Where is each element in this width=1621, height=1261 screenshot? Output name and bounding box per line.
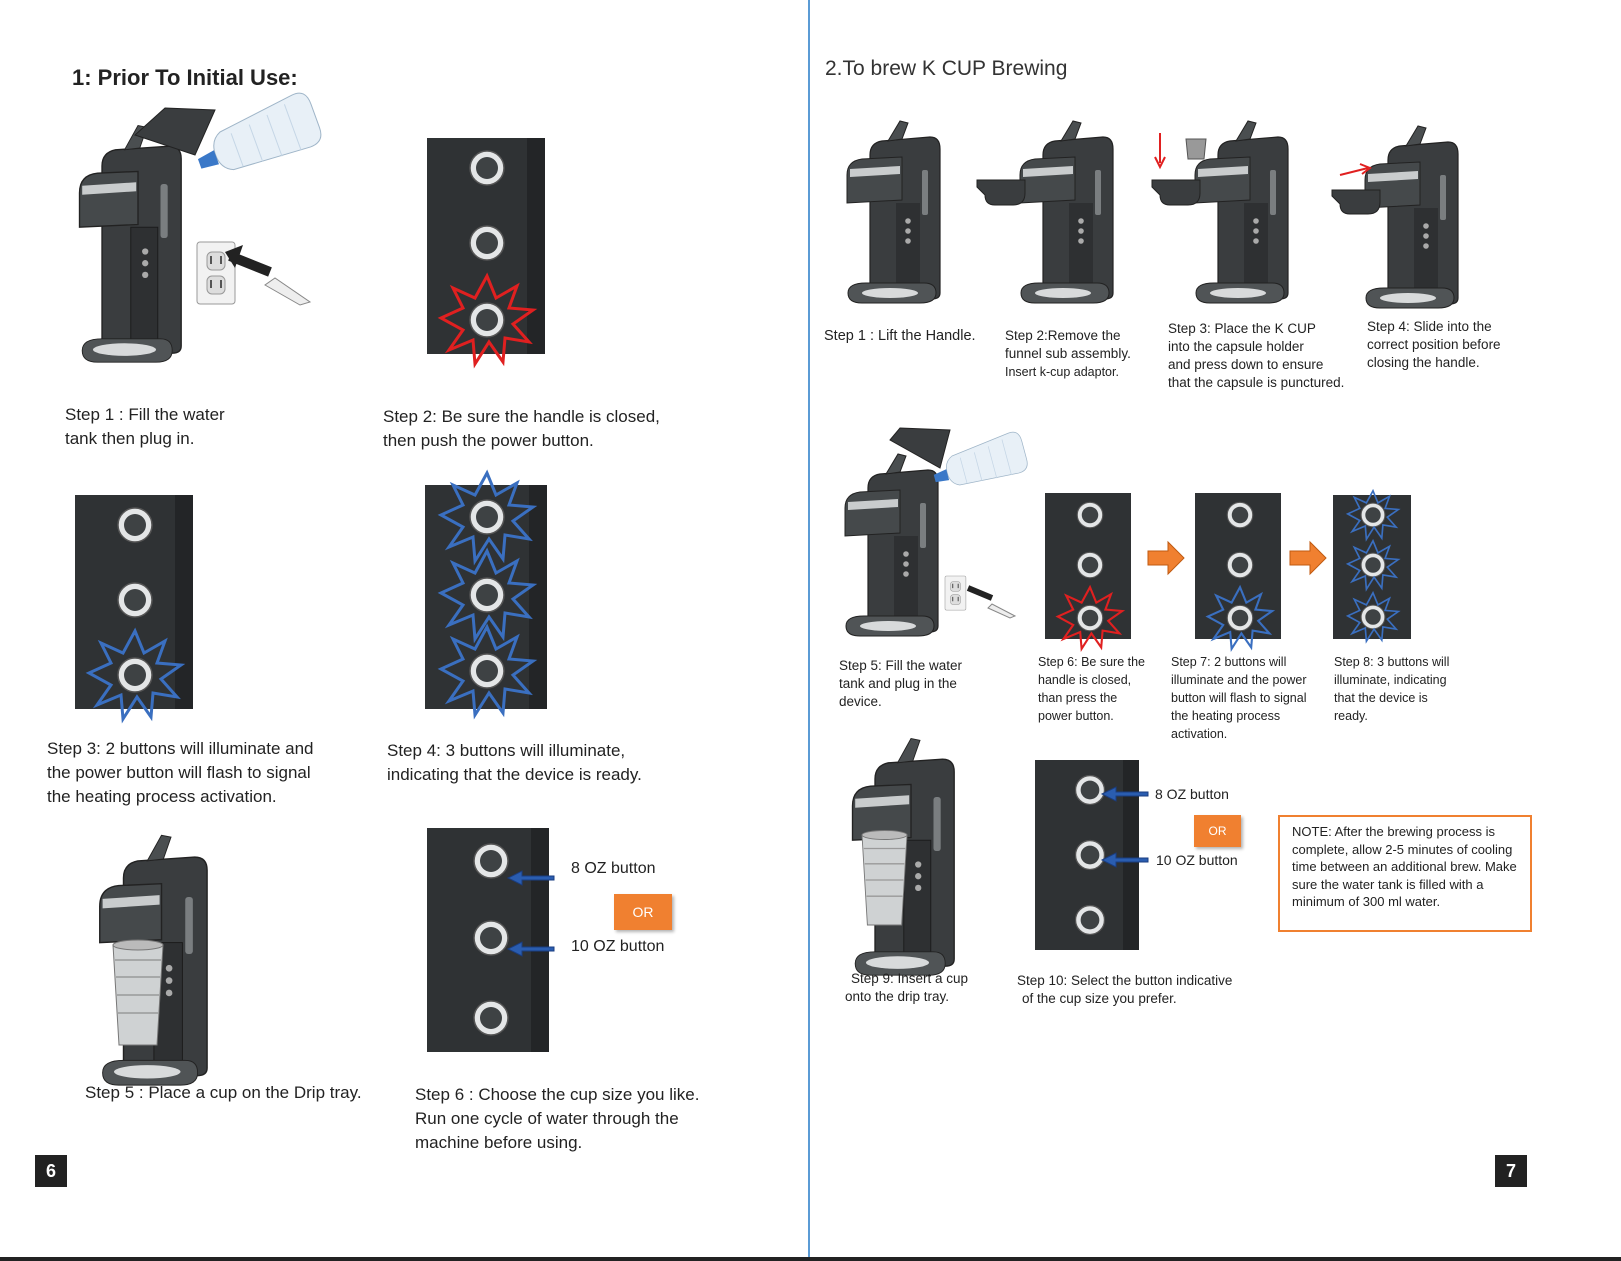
kcup-step3-caption: Step 3: Place the K CUP into the capsule…	[1168, 321, 1345, 390]
section-title-initial-use: 1: Prior To Initial Use:	[72, 65, 298, 90]
label-10oz-button-right: 10 OZ button	[1156, 852, 1238, 868]
arrow-right-icon-1	[1147, 541, 1185, 575]
kcup-step1-caption: Step 1 : Lift the Handle.	[824, 328, 976, 344]
step3-caption: Step 3: 2 buttons will illuminate and th…	[47, 739, 314, 806]
section-title-kcup: 2.To brew K CUP Brewing	[825, 57, 1068, 80]
kcup-step4-caption: Step 4: Slide into the correct position …	[1367, 319, 1501, 370]
page-number-left: 6	[35, 1155, 67, 1187]
kcup-step3-illustration	[1151, 120, 1289, 304]
kcup-step7-caption: Step 7: 2 buttons will illuminate and th…	[1171, 655, 1307, 741]
kcup-step6-button-panel	[1045, 493, 1131, 650]
bottom-rule	[0, 1257, 1621, 1261]
kcup-step5-caption: Step 5: Fill the water tank and plug in …	[839, 658, 963, 709]
kcup-step8-caption: Step 8: 3 buttons will illuminate, indic…	[1334, 655, 1450, 723]
kcup-step2-caption: Step 2:Remove the funnel sub assembly. I…	[1005, 328, 1131, 379]
right-page: 2.To brew K CUP Brewing Step 1 : Lift th…	[810, 0, 1621, 1261]
left-page: 1: Prior To Initial Use: Step 1 : Fill t…	[0, 0, 808, 1261]
label-8oz-button-right: 8 OZ button	[1155, 786, 1229, 802]
kcup-step7-button-panel	[1195, 493, 1281, 650]
arrow-8oz-icon-right	[1101, 786, 1149, 802]
label-10oz-button: 10 OZ button	[571, 938, 665, 955]
step6-button-panel	[427, 828, 549, 1052]
note-box: NOTE: After the brewing process is compl…	[1278, 815, 1532, 932]
step5-caption: Step 5 : Place a cup on the Drip tray.	[85, 1083, 362, 1102]
step1-caption: Step 1 : Fill the water tank then plug i…	[65, 405, 225, 448]
step1-illustration	[78, 89, 326, 363]
step2-caption: Step 2: Be sure the handle is closed, th…	[383, 407, 660, 450]
step4-button-panel	[425, 471, 547, 717]
label-8oz-button: 8 OZ button	[571, 860, 656, 877]
kcup-step2-illustration	[976, 120, 1114, 304]
step6-caption: Step 6 : Choose the cup size you like. R…	[415, 1085, 700, 1152]
page-divider	[808, 0, 810, 1261]
or-badge: OR	[614, 894, 672, 930]
page-number-right: 7	[1495, 1155, 1527, 1187]
step4-caption: Step 4: 3 buttons will illuminate, indic…	[387, 741, 642, 784]
arrow-8oz-icon	[507, 870, 555, 886]
kcup-step4-illustration	[1331, 125, 1459, 309]
arrow-10oz-icon	[507, 941, 555, 957]
kcup-step6-caption: Step 6: Be sure the handle is closed, th…	[1038, 655, 1146, 723]
kcup-step8-button-panel	[1333, 489, 1411, 643]
step3-button-panel	[75, 495, 193, 721]
step5-illustration	[99, 834, 208, 1086]
arrow-10oz-icon-right	[1101, 852, 1149, 868]
kcup-step9-illustration	[851, 737, 955, 976]
step2-button-panel	[427, 138, 545, 366]
kcup-step5-illustration	[844, 427, 1030, 637]
kcup-step9-caption: Step 9: Insert a cup onto the drip tray.	[845, 971, 969, 1004]
kcup-step1-illustration	[846, 120, 941, 304]
arrow-right-icon-2	[1289, 541, 1327, 575]
kcup-step10-caption: Step 10: Select the button indicative of…	[1017, 973, 1233, 1006]
or-badge-right: OR	[1194, 815, 1241, 847]
